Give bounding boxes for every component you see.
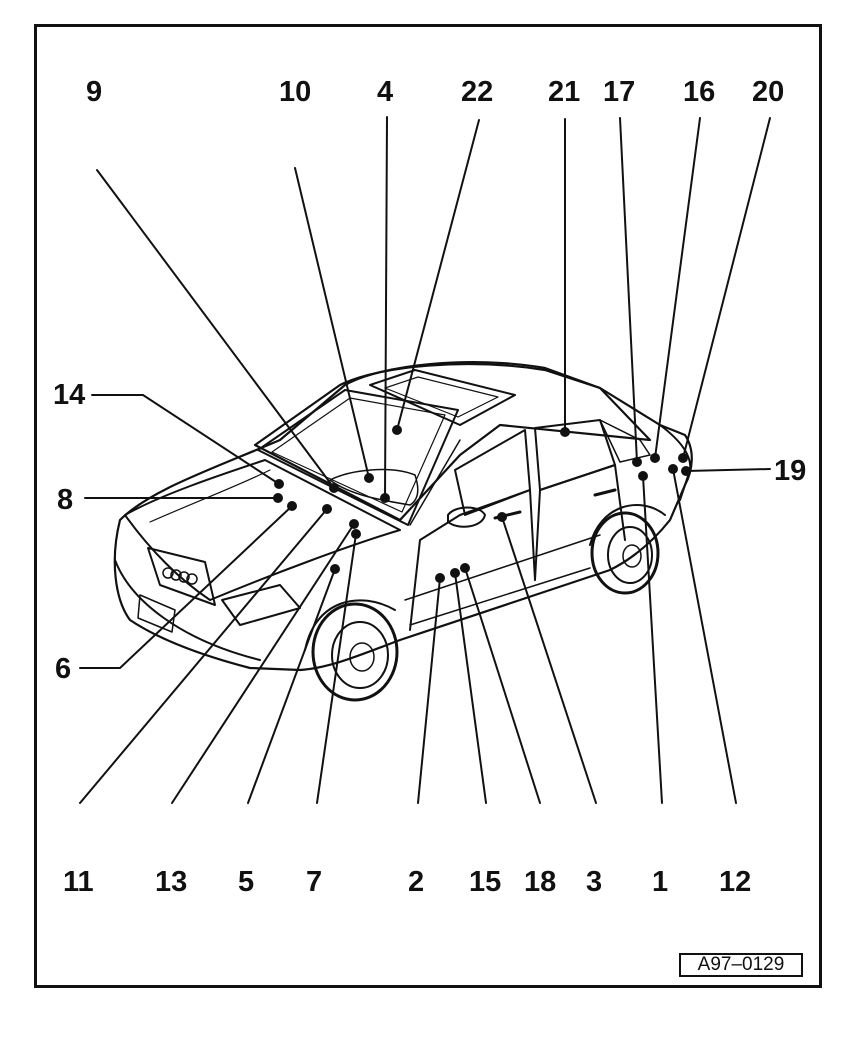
leader-line-1 xyxy=(642,475,663,804)
diagram-frame xyxy=(34,24,822,988)
license-plate xyxy=(137,594,176,633)
leader-line-3 xyxy=(501,516,597,804)
callout-12: 12 xyxy=(719,866,752,898)
location-dot-12 xyxy=(668,464,678,474)
grille xyxy=(147,547,216,606)
leader-line-2 xyxy=(417,577,441,804)
leader-line-10 xyxy=(294,167,370,479)
callout-22: 22 xyxy=(461,76,494,108)
leader-line-5 xyxy=(247,568,336,804)
location-dot-3 xyxy=(497,512,507,522)
location-dot-1 xyxy=(638,471,648,481)
location-dot-7 xyxy=(351,529,361,539)
location-dot-19 xyxy=(681,466,691,476)
location-dot-22 xyxy=(392,425,402,435)
callout-11: 11 xyxy=(63,866,94,898)
location-dot-13 xyxy=(349,519,359,529)
rear-door xyxy=(534,464,626,581)
location-dots xyxy=(273,425,691,583)
side-mirror xyxy=(447,506,486,528)
location-dot-9 xyxy=(329,483,339,493)
leader-line-15 xyxy=(454,572,487,804)
leader-line-7 xyxy=(316,533,357,804)
callout-19: 19 xyxy=(774,455,807,487)
location-dot-4 xyxy=(380,493,390,503)
location-dot-11 xyxy=(322,504,332,514)
car-illustration xyxy=(113,361,693,702)
location-dot-6 xyxy=(287,501,297,511)
callout-5: 5 xyxy=(238,866,255,898)
location-dot-16 xyxy=(650,453,660,463)
leader-lines xyxy=(79,116,771,804)
leader-line-19 xyxy=(685,468,771,472)
door-handle-rear xyxy=(593,488,617,497)
callout-14: 14 xyxy=(53,379,86,411)
leader-line-6 xyxy=(79,505,293,669)
callout-1: 1 xyxy=(652,866,669,898)
roof-outline xyxy=(253,363,652,522)
location-dot-20 xyxy=(678,453,688,463)
leader-line-18 xyxy=(464,567,541,804)
front-door xyxy=(409,489,536,631)
leader-line-4 xyxy=(384,116,388,499)
location-dot-15 xyxy=(450,568,460,578)
location-dot-5 xyxy=(330,564,340,574)
callout-13: 13 xyxy=(155,866,188,898)
callout-21: 21 xyxy=(548,76,581,108)
location-dot-8 xyxy=(273,493,283,503)
callout-2: 2 xyxy=(408,866,425,898)
figure-reference-code: A97–0129 xyxy=(679,953,803,977)
location-dot-18 xyxy=(460,563,470,573)
callout-20: 20 xyxy=(752,76,785,108)
callout-17: 17 xyxy=(603,76,636,108)
callout-9: 9 xyxy=(86,76,103,108)
leader-line-12 xyxy=(672,468,737,804)
leader-line-20 xyxy=(682,117,771,459)
car-body-outline xyxy=(113,361,693,672)
logo-rings xyxy=(162,567,198,585)
callout-18: 18 xyxy=(524,866,557,898)
front-side-window xyxy=(454,429,531,516)
callout-6: 6 xyxy=(55,653,72,685)
location-dot-14 xyxy=(274,479,284,489)
callout-10: 10 xyxy=(279,76,312,108)
callout-4: 4 xyxy=(377,76,394,108)
leader-line-9 xyxy=(96,169,335,489)
leader-line-14 xyxy=(91,394,280,485)
location-dot-21 xyxy=(560,427,570,437)
location-dot-2 xyxy=(435,573,445,583)
callout-15: 15 xyxy=(469,866,502,898)
location-dot-10 xyxy=(364,473,374,483)
location-dot-17 xyxy=(632,457,642,467)
leader-line-11 xyxy=(79,508,328,804)
callout-7: 7 xyxy=(306,866,323,898)
windshield xyxy=(257,389,459,526)
leader-line-13 xyxy=(171,523,355,804)
leader-line-22 xyxy=(396,119,480,431)
sunroof xyxy=(369,369,516,426)
callout-8: 8 xyxy=(57,484,74,516)
leader-line-17 xyxy=(619,117,638,463)
callout-3: 3 xyxy=(586,866,603,898)
rear-wheel xyxy=(589,504,666,595)
leader-line-16 xyxy=(654,117,701,459)
callout-16: 16 xyxy=(683,76,716,108)
